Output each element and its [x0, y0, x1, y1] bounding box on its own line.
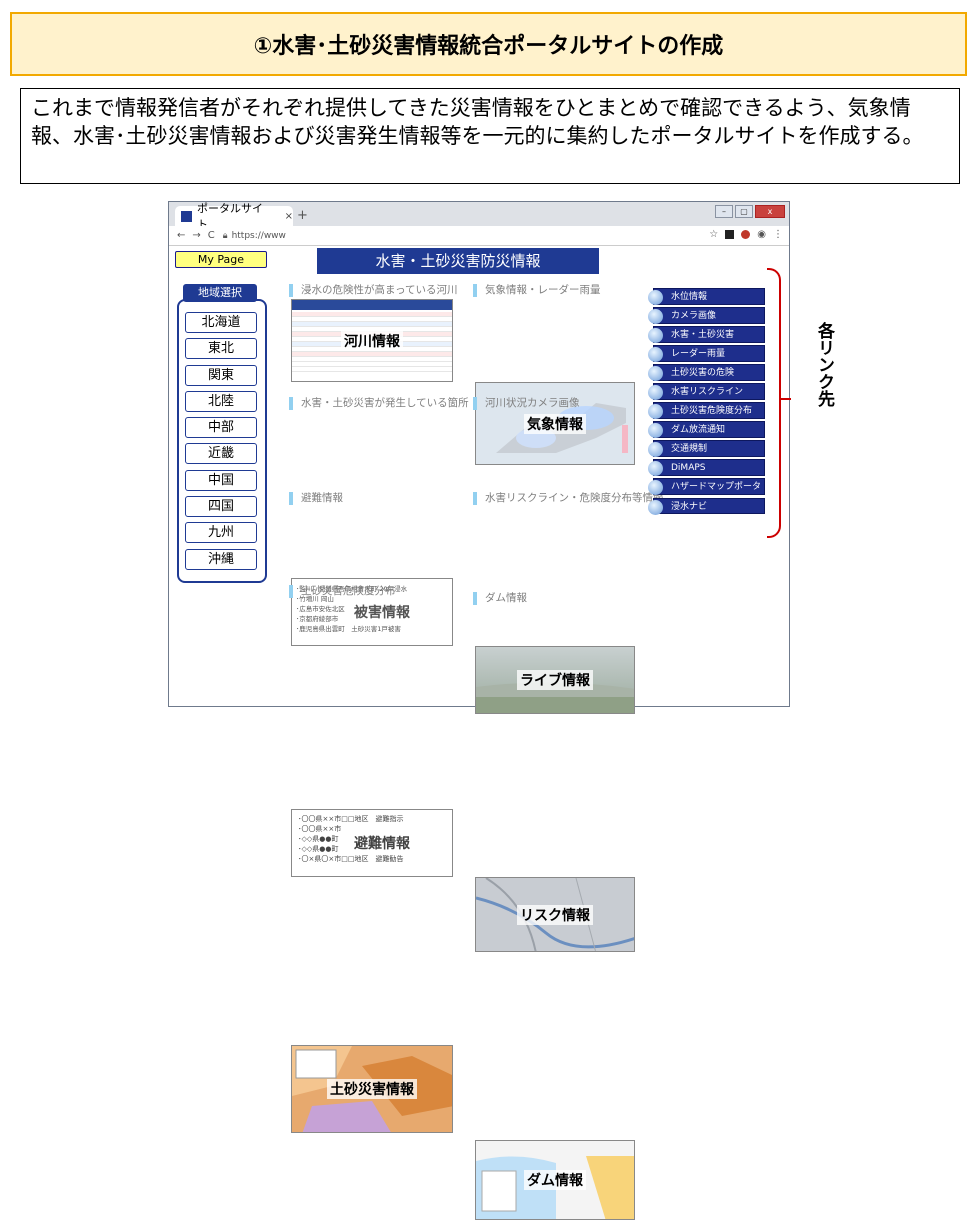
window-controls: – ▢ x	[715, 205, 785, 218]
camera-panel-title: 河川状況カメラ画像	[473, 397, 580, 410]
region-button-hokkaido[interactable]: 北海道	[185, 312, 257, 333]
tab-close-icon[interactable]: ×	[284, 210, 293, 222]
river-info-panel[interactable]: 河川情報	[291, 299, 453, 382]
page-title: ①水害･土砂災害情報統合ポータルサイトの作成	[10, 12, 967, 76]
region-button-kanto[interactable]: 関東	[185, 364, 257, 386]
site-banner: 水害・土砂災害防災情報	[317, 248, 599, 274]
link-bullet-icon	[648, 499, 663, 515]
region-heading: 地域選択	[183, 284, 257, 302]
star-icon[interactable]: ☆	[709, 229, 719, 240]
risk-panel-title: 水害リスクライン・危険度分布等情報	[473, 492, 664, 505]
camera-info-label: ライブ情報	[517, 670, 593, 690]
link-sediment-distribution[interactable]: 土砂災害危険度分布	[648, 402, 765, 420]
camera-info-panel[interactable]: ライブ情報	[475, 646, 635, 714]
forward-icon[interactable]: →	[192, 230, 201, 241]
link-traffic[interactable]: 交通規制	[648, 440, 765, 458]
extension-icon[interactable]	[725, 230, 735, 239]
description-text: これまで情報発信者がそれぞれ提供してきた災害情報をひとまとめで確認できるよう、気…	[20, 88, 960, 184]
link-bracket	[767, 268, 781, 538]
link-bracket-tick	[781, 398, 791, 400]
reload-icon[interactable]: C	[207, 230, 215, 241]
evac-info-label: 避難情報	[351, 833, 413, 853]
link-bullet-icon	[648, 309, 663, 325]
region-button-shikoku[interactable]: 四国	[185, 496, 257, 518]
link-dam-release[interactable]: ダム放流通知	[648, 421, 765, 439]
region-button-chubu[interactable]: 中部	[185, 417, 257, 439]
region-list: 北海道 東北 関東 北陸 中部 近畿 中国 四国 九州 沖縄	[185, 312, 257, 570]
sediment-panel-title: 土砂災害危険度分布	[289, 585, 396, 598]
minimize-button[interactable]: –	[715, 205, 733, 218]
weather-panel-title: 気象情報・レーダー雨量	[473, 284, 601, 297]
damage-info-label: 被害情報	[351, 602, 413, 622]
url-field[interactable]: https://www	[231, 230, 286, 241]
profile-icon[interactable]: ◉	[757, 229, 766, 240]
close-window-button[interactable]: x	[755, 205, 785, 218]
link-bullet-icon	[648, 385, 663, 401]
menu-icon[interactable]: ⋮	[773, 229, 783, 240]
link-bullet-icon	[648, 290, 663, 305]
maximize-button[interactable]: ▢	[735, 205, 753, 218]
evac-panel-title: 避難情報	[289, 492, 343, 505]
weather-info-panel[interactable]: 気象情報	[475, 382, 635, 465]
region-button-okinawa[interactable]: 沖縄	[185, 548, 257, 570]
link-bullet-icon	[648, 366, 663, 382]
sediment-info-panel[interactable]: 土砂災害情報	[291, 1045, 453, 1133]
link-water-level[interactable]: 水位情報	[648, 288, 765, 305]
region-button-kyushu[interactable]: 九州	[185, 522, 257, 544]
link-bullet-icon	[648, 442, 663, 458]
browser-tab[interactable]: ポータルサイト ×	[175, 202, 293, 231]
river-panel-title: 浸水の危険性が高まっている河川	[289, 284, 458, 297]
sediment-info-label: 土砂災害情報	[327, 1079, 417, 1099]
link-bullet-icon	[648, 423, 663, 439]
new-tab-button[interactable]: +	[297, 208, 308, 223]
link-flood-sediment[interactable]: 水害・土砂災害	[648, 326, 765, 344]
tab-bar: ポータルサイト × + – ▢ x	[169, 202, 789, 231]
region-button-tohoku[interactable]: 東北	[185, 338, 257, 360]
region-button-chugoku[interactable]: 中国	[185, 469, 257, 491]
mypage-button[interactable]: My Page	[175, 251, 267, 268]
link-flood-navi[interactable]: 浸水ナビ	[648, 497, 765, 515]
link-bullet-icon	[648, 480, 663, 496]
lock-icon: 🔒︎	[222, 230, 228, 241]
back-icon[interactable]: ←	[177, 230, 186, 241]
risk-info-panel[interactable]: リスク情報	[475, 877, 635, 952]
region-button-hokuriku[interactable]: 北陸	[185, 390, 257, 412]
link-bullet-icon	[648, 347, 663, 363]
link-riskline[interactable]: 水害リスクライン	[648, 383, 765, 401]
weather-info-label: 気象情報	[524, 413, 586, 434]
extension-icon-2[interactable]	[741, 230, 751, 239]
link-radar[interactable]: レーダー雨量	[648, 345, 765, 363]
site-favicon-icon	[181, 210, 192, 222]
link-camera[interactable]: カメラ画像	[648, 307, 765, 325]
external-links: 水位情報 カメラ画像 水害・土砂災害 レーダー雨量 土砂災害の危険 水害リスクラ…	[648, 288, 765, 515]
link-destinations-label: 各リンク先	[814, 322, 834, 407]
link-bullet-icon	[648, 328, 663, 344]
damage-info-panel[interactable]: ･監川 愛媛県吾市村青木町 29戸浸水 ･竹増川 岡山 ･広島市安佐北区 ･京都…	[291, 578, 453, 646]
risk-info-label: リスク情報	[517, 904, 593, 925]
tab-title: ポータルサイト	[196, 202, 263, 231]
region-button-kinki[interactable]: 近畿	[185, 443, 257, 465]
browser-window: ポータルサイト × + – ▢ x ← → C 🔒︎ https://www ☆…	[168, 201, 790, 1220]
link-sediment-danger[interactable]: 土砂災害の危険	[648, 364, 765, 382]
river-info-label: 河川情報	[341, 330, 403, 351]
dam-info-panel[interactable]: ダム情報	[475, 1140, 635, 1220]
evac-info-panel[interactable]: ･〇〇県××市□□地区 避難指示 ･〇〇県××市 ･◇◇県●●町 ･◇◇県●●町…	[291, 809, 453, 877]
link-hazard-map[interactable]: ハザードマップポータル	[648, 478, 765, 508]
link-bullet-icon	[648, 461, 663, 477]
link-dimaps[interactable]: DiMAPS	[648, 459, 765, 477]
address-bar: ← → C 🔒︎ https://www ☆ ◉ ⋮	[169, 226, 789, 246]
link-bullet-icon	[648, 404, 663, 420]
damage-panel-title: 水害・土砂災害が発生している箇所	[289, 397, 469, 410]
dam-panel-title: ダム情報	[473, 592, 527, 605]
dam-info-label: ダム情報	[524, 1170, 586, 1190]
